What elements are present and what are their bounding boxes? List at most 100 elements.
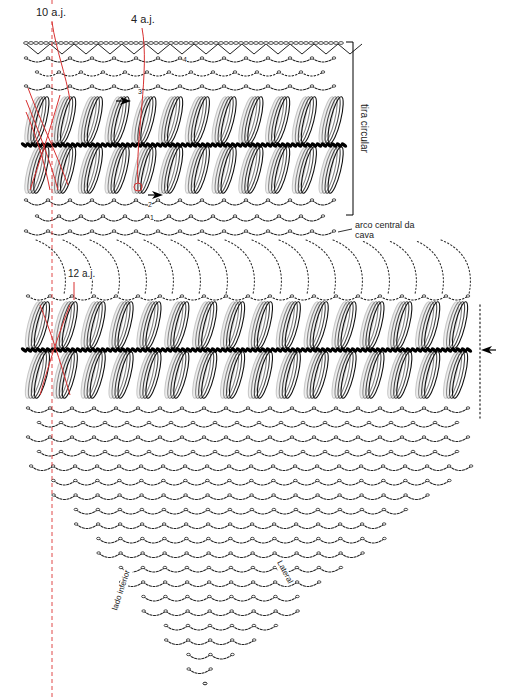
slip-stitch [118,523,122,525]
hairpin-loop [298,96,319,145]
slip-stitch [360,508,364,510]
hairpin-loop [449,301,470,350]
chain-stitch [224,42,229,45]
hairpin-loop [413,301,434,350]
dotted-drop [414,240,443,294]
hairpin-loop [419,301,440,350]
hairpin-loop [199,301,220,350]
slip-stitch [332,85,336,87]
hairpin-loop [56,301,77,350]
slip-stitch [455,421,459,423]
slip-stitch [433,450,437,452]
slip-stitch [112,230,116,232]
slip-stitch [141,537,145,539]
slip-stitch [290,407,294,409]
dotted-drop [387,240,416,294]
hairpin-loop [245,146,266,195]
dotted-drop [306,240,335,294]
slip-stitch [360,479,364,481]
hairpin-loop [165,351,186,400]
slip-stitch [117,465,121,467]
chain-stitch [244,42,249,45]
slip-stitch [48,436,52,438]
slip-stitch [156,57,160,59]
row-number: 1 [150,214,154,222]
hairpin-loop [298,146,319,195]
slip-stitch [317,581,321,583]
hairpin-loop [111,146,132,195]
chain-stitch [89,42,94,45]
slip-stitch [288,85,292,87]
slip-stitch [403,465,407,467]
slip-stitch [200,57,204,59]
slip-stitch [112,85,116,87]
hairpin-loop [31,301,52,350]
slip-stitch [299,71,303,73]
slip-stitch [250,494,254,496]
slip-stitch [422,436,426,438]
slip-stitch [26,295,30,297]
slip-stitch [422,295,426,297]
hairpin-loop [245,301,266,350]
slip-stitch [79,215,83,217]
slip-stitch [251,552,255,554]
slip-stitch [310,199,314,201]
chain-stitch [134,42,139,45]
slip-stitch [184,494,188,496]
hairpin-loop [289,146,310,195]
slip-stitch [448,479,452,481]
hairpin-loop [22,301,43,350]
hairpin-loop [168,301,189,350]
slip-stitch [382,494,386,496]
slip-stitch [209,653,213,655]
hairpin-loop [271,146,292,195]
hairpin-loop [217,301,238,350]
hairpin-loop [190,351,211,400]
slip-stitch [444,407,448,409]
hairpin-loop [22,96,43,145]
marker-line [26,112,50,190]
chain-stitch [219,42,224,45]
slip-stitch [213,421,217,423]
section-label: arco central da cava [355,221,425,241]
hairpin-loop [446,351,467,400]
hairpin-loop [276,301,297,350]
slip-stitch [321,71,325,73]
slip-stitch [266,85,270,87]
slip-stitch [187,653,191,655]
slip-stitch [184,479,188,481]
hairpin-loop [419,351,440,400]
slip-stitch [257,450,261,452]
hairpin-loop [316,96,337,145]
hairpin-loop [162,301,183,350]
chain-stitch [169,42,174,45]
slip-stitch [205,465,209,467]
slip-stitch [169,421,173,423]
hairpin-loop [265,146,286,195]
hairpin-loop [137,301,158,350]
marker-line [26,100,58,190]
slip-stitch [112,57,116,59]
slip-stitch [255,215,259,217]
chain-stitch [24,42,29,45]
hairpin-loop [132,146,153,195]
chain-stitch [34,42,39,45]
slip-stitch [251,566,255,568]
slip-stitch [180,436,184,438]
hairpin-loop [102,146,123,195]
hairpin-loop [78,301,99,350]
slip-stitch [455,450,459,452]
slip-stitch [163,566,167,568]
slip-stitch [73,465,77,467]
chain-stitch [239,42,244,45]
slip-stitch [90,85,94,87]
slip-stitch [312,436,316,438]
slip-stitch [252,624,256,626]
hairpin-loop [87,351,108,400]
chain-stitch [204,42,209,45]
slip-stitch [444,295,448,297]
chain-stitch [64,42,69,45]
slip-stitch [24,199,28,201]
slip-stitch [208,624,212,626]
hairpin-loop [251,351,272,400]
